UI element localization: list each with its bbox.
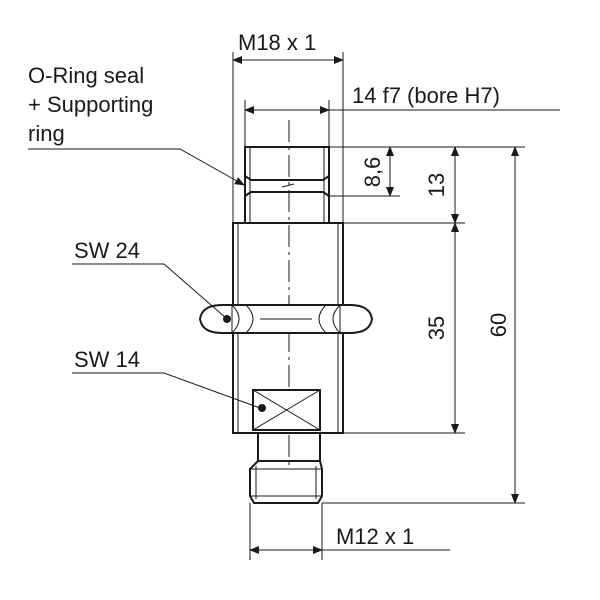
dimension-m12: [249, 503, 450, 560]
dim-60: 60: [486, 313, 511, 337]
sealing-nose: [244, 146, 330, 224]
wrench-flat-sw14: [252, 389, 321, 431]
label-sw14: SW 14: [74, 347, 140, 372]
dimension-m18: [232, 52, 344, 223]
label-m12: M12 x 1: [336, 524, 414, 549]
label-oring-line3: ring: [28, 121, 65, 146]
oring-leader: [28, 148, 245, 186]
dim-35: 35: [424, 316, 449, 340]
vertical-dimensions: [322, 146, 525, 504]
label-fit: 14 f7 (bore H7): [352, 83, 500, 108]
dim-8-6: 8,6: [360, 157, 385, 188]
dim-13: 13: [424, 173, 449, 197]
label-m18: M18 x 1: [238, 30, 316, 55]
connector-m12: [249, 432, 323, 504]
sw24-leader: [72, 263, 227, 319]
label-oring-line1: O-Ring seal: [28, 63, 144, 88]
sw14-leader: [72, 372, 261, 409]
label-oring-line2: + Supporting: [28, 92, 153, 117]
label-sw24: SW 24: [74, 238, 140, 263]
dimension-14f7: [244, 100, 560, 147]
flat-marker-dot: [258, 404, 266, 412]
hex-nut-sw24: [198, 304, 374, 334]
